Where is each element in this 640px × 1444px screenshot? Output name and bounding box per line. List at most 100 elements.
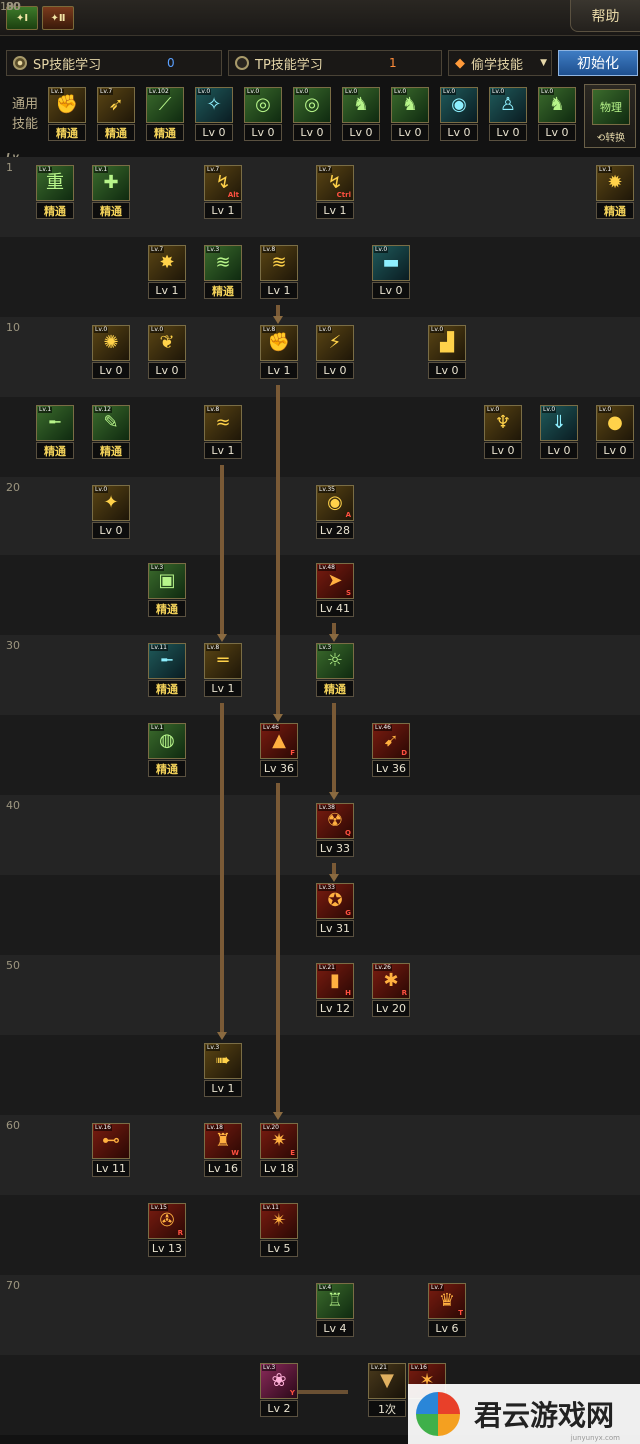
figure-icon[interactable]: ♙Lv.0 xyxy=(489,87,527,123)
sun-icon[interactable]: ☼Lv.3 xyxy=(316,643,354,679)
stance-icon[interactable]: ✚Lv.1 xyxy=(92,165,130,201)
claw-icon[interactable]: ❦Lv.0 xyxy=(148,325,186,361)
tab-skill-1[interactable]: ✦Ⅰ xyxy=(6,6,38,30)
gun-icon[interactable]: ▬Lv.0 xyxy=(372,245,410,281)
target-icon[interactable]: ◎Lv.0 xyxy=(244,87,282,123)
cannon-icon[interactable]: ⊷Lv.16 xyxy=(92,1123,130,1159)
drop-icon[interactable]: ⇓Lv.0 xyxy=(540,405,578,441)
rifle-icon[interactable]: ╾Lv.11 xyxy=(148,643,186,679)
eye-icon[interactable]: ◉Lv.0 xyxy=(440,87,478,123)
strike-icon[interactable]: ⚡Lv.0 xyxy=(316,325,354,361)
slash-icon[interactable]: ⟋Lv.102 xyxy=(146,87,184,123)
awaken2-icon[interactable]: ▼Lv.21 xyxy=(368,1363,406,1399)
fighter-icon[interactable]: ♞Lv.0 xyxy=(342,87,380,123)
dash-icon[interactable]: ➠Lv.3 xyxy=(204,1043,242,1079)
block-icon[interactable]: ▟Lv.0 xyxy=(428,325,466,361)
run-icon[interactable]: ➶Lv.7 xyxy=(97,87,135,123)
sp-radio-icon[interactable] xyxy=(13,56,27,70)
wing-icon[interactable]: ✧Lv.0 xyxy=(195,87,233,123)
flame-icon[interactable]: ✹Lv.1 xyxy=(596,165,634,201)
fist-icon[interactable]: ✊Lv.8 xyxy=(260,325,298,361)
arm-icon[interactable]: ✊Lv.1 xyxy=(48,87,86,123)
tp-skill-learn[interactable]: TP技能学习 1 xyxy=(228,50,442,76)
box-icon[interactable]: ▣Lv.3 xyxy=(148,563,186,599)
sp-skill-learn[interactable]: SP技能学习 0 xyxy=(6,50,222,76)
steal-skill-dropdown[interactable]: ◆ 偷学技能 ▼ xyxy=(448,50,552,76)
beam-icon[interactable]: ═Lv.8 xyxy=(204,643,242,679)
shot-icon[interactable]: ≋Lv.8 xyxy=(260,245,298,281)
fighter-icon[interactable]: ♞Lv.0 xyxy=(391,87,429,123)
bomb-icon[interactable]: ●Lv.0 xyxy=(596,405,634,441)
cup-icon[interactable]: ♆Lv.0 xyxy=(484,405,522,441)
tp-radio-icon[interactable] xyxy=(235,56,249,70)
burst-icon[interactable]: ✸Lv.7 xyxy=(148,245,186,281)
reset-button[interactable]: 初始化 xyxy=(558,50,638,76)
tab-skill-2[interactable]: ✦Ⅱ xyxy=(42,6,74,30)
flare-icon[interactable]: ✴Lv.11 xyxy=(260,1203,298,1239)
explosion-icon[interactable]: ✺Lv.0 xyxy=(92,325,130,361)
convert-button[interactable]: 物理 ⟲转换 xyxy=(584,84,636,148)
